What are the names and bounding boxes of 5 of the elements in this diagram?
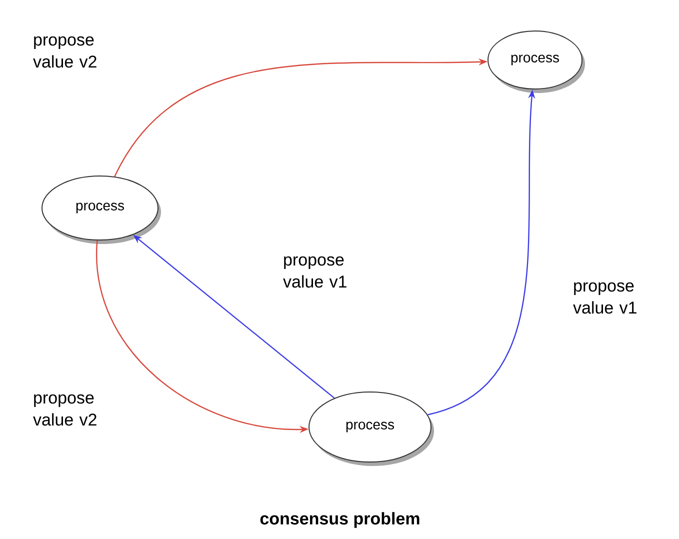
caption: consensus problem: [260, 512, 420, 528]
edge-label: propose value v2: [33, 394, 96, 426]
edge-label: propose value v2: [33, 36, 96, 68]
edge-label: propose value v1: [283, 256, 346, 288]
edge-label: propose value v1: [573, 282, 636, 314]
